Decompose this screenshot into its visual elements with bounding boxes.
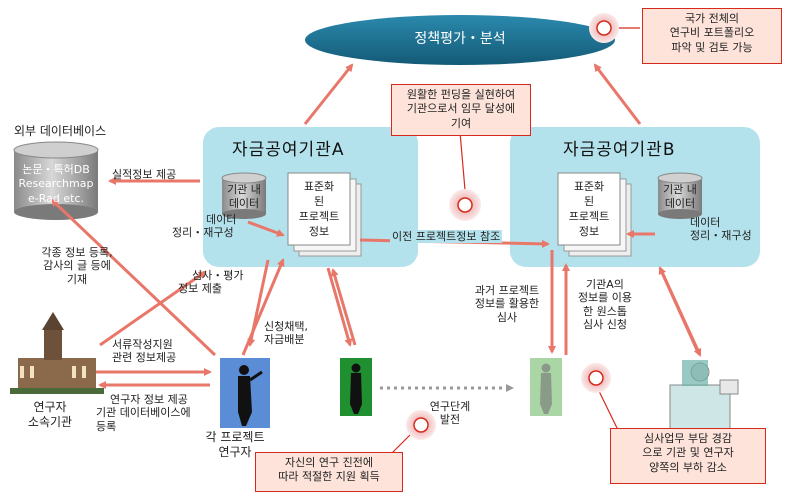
- adoption-label: 신청채택, 자금배분: [264, 320, 308, 347]
- policy-ellipse: [305, 15, 615, 65]
- external-db-title: 외부 데이터베이스: [14, 124, 107, 138]
- review-eval-label: 심사・평가 정보 제출: [178, 269, 244, 296]
- doc-support-label: 서류작성지원 관련 정보제공: [112, 338, 177, 365]
- inst-b-doc-label: 표준화 된 프로젝트 정보: [568, 180, 610, 238]
- callout-line: 파악 및 검토 가능: [671, 40, 753, 54]
- researcher-figure-blue: [220, 358, 270, 428]
- callout-line: 국가 전체의: [684, 12, 740, 25]
- national-portfolio-callout: 국가 전체의 연구비 포트폴리오 파악 및 검토 가능: [642, 8, 782, 64]
- funding-callout: 원활한 펀딩을 실현하여 기관으로서 임무 달성에 기여: [391, 84, 531, 136]
- inst-a-info-label: 기관A의 정보를 이용 한 원스톱 심사 신청: [577, 278, 633, 332]
- lightbulb-icon-progress: [406, 410, 436, 440]
- researcher-info-label: 연구자 정보 제공 기관 데이터베이스에 등록: [96, 393, 191, 433]
- lightbulb-icon-national: [589, 13, 619, 43]
- performance-info-label: 실적정보 제공: [112, 168, 177, 181]
- prev-project-label: 이전 프로젝트정보 참조: [390, 230, 503, 244]
- inst-a-doc-label: 표준화 된 프로젝트 정보: [298, 180, 340, 238]
- researcher-figure-green: [340, 358, 372, 416]
- callout-line: 기여: [450, 116, 472, 130]
- inst-b-db-cylinder: [657, 172, 703, 219]
- callout-line: 연구비 포트폴리오: [669, 26, 755, 40]
- past-review-label: 과거 프로젝트 정보를 활용한 심사: [474, 284, 540, 324]
- progress-callout: 자신의 연구 진전에 따라 적절한 지원 획득: [255, 452, 403, 492]
- lightbulb-icon-funding: [449, 189, 481, 221]
- callout-line: 으로 기관 및 연구자: [642, 446, 734, 460]
- inst-b-doc-stack: [557, 172, 632, 257]
- registration-label: 각종 정보 등록, 감사의 글 등에 기재: [41, 246, 113, 286]
- callout-line: 심사업무 부담 경감: [644, 432, 732, 445]
- external-db-cylinder: [13, 141, 99, 220]
- affiliation-label: 연구자 소속기관: [27, 400, 73, 429]
- inst-b-data-label: 데이터 정리・재구성: [690, 216, 752, 243]
- building-icon: [10, 312, 104, 394]
- inst-a-doc-stack: [287, 172, 362, 257]
- policy-label: 정책평가・분석: [414, 31, 506, 47]
- callout-line: 양쪽의 부하 감소: [649, 460, 727, 474]
- external-db-label: 논문・특허DB Researchmap e-Rad etc.: [18, 163, 94, 205]
- review-callout: 심사업무 부담 경감 으로 기관 및 연구자 양쪽의 부하 감소: [610, 428, 766, 484]
- institution-b-title: 자금공여기관B: [563, 140, 676, 160]
- callout-line: 따라 적절한 지원 획득: [278, 470, 380, 484]
- callout-line: 자신의 연구 진전에: [285, 456, 373, 469]
- inst-b-db-label: 기관 내 데이터: [663, 183, 697, 211]
- institution-a-title: 자금공여기관A: [232, 140, 345, 160]
- researcher-figure-lightgreen: [530, 358, 562, 416]
- callout-line: 기관으로서 임무 달성에: [406, 102, 516, 116]
- lightbulb-icon-review: [581, 363, 611, 393]
- inst-a-db-label: 기관 내 데이터: [227, 183, 261, 211]
- inst-a-db-cylinder: [221, 172, 267, 219]
- inst-a-data-label: 데이터 정리・재구성: [172, 213, 237, 240]
- research-stage-label: 연구단계 발전: [429, 400, 471, 427]
- researchers-label: 각 프로젝트 연구자: [205, 430, 265, 459]
- callout-line: 원활한 펀딩을 실현하여: [406, 88, 516, 101]
- reviewer-desk-icon: [669, 360, 739, 434]
